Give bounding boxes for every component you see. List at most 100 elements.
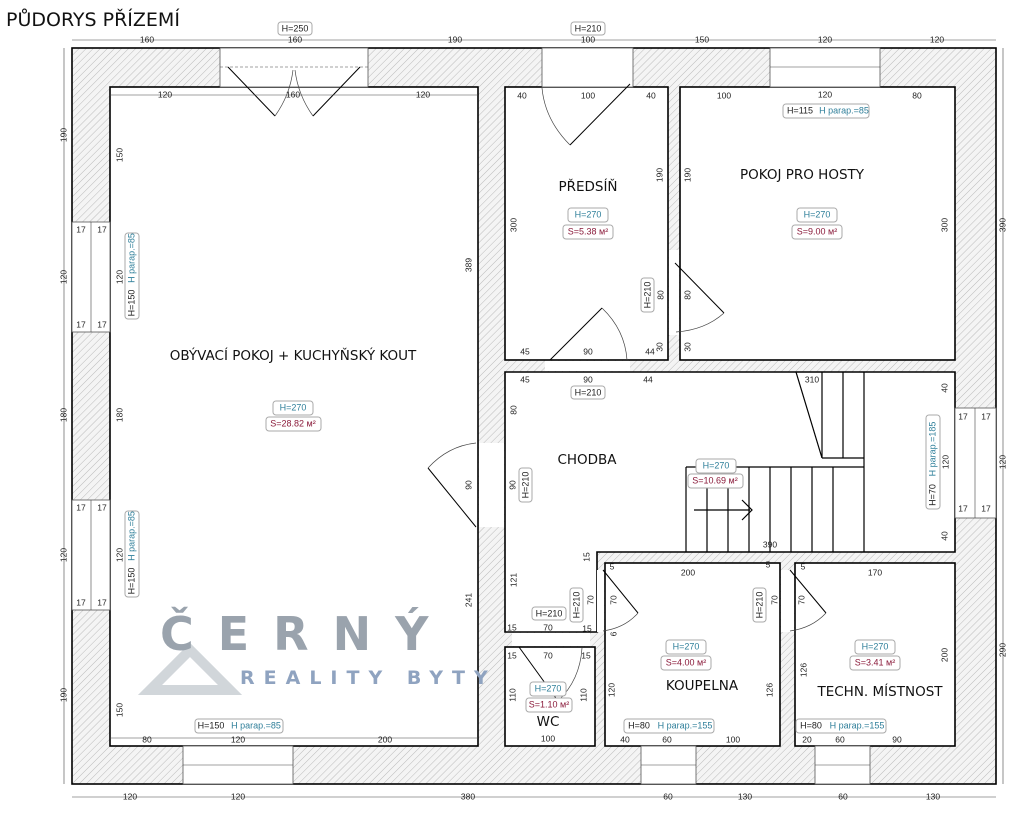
balcony-door-height: H=250 (282, 23, 309, 33)
jamb-dimension: 17 (958, 503, 968, 513)
dimension: 160 (140, 34, 154, 44)
room-height: H=270 (535, 683, 562, 693)
dimension: 120 (818, 34, 832, 44)
room-area: S=28.82 м² (270, 418, 315, 428)
dimension: 70 (608, 595, 618, 605)
dimension: 45 (520, 346, 530, 356)
dimension: 180 (114, 408, 124, 422)
dimension: 6 (608, 631, 618, 636)
jamb-dimension: 17 (958, 411, 968, 421)
dimension: 80 (142, 734, 152, 744)
jamb-dimension: 17 (97, 224, 107, 234)
entry-door-opening (541, 47, 634, 88)
hall-guest-door-height: H=210 (642, 282, 652, 309)
bath-window-height: H=80 (628, 720, 650, 730)
dimension: 100 (581, 90, 595, 100)
dimension: 90 (507, 480, 517, 490)
dimension: 80 (655, 290, 665, 300)
dimension: 30 (682, 342, 692, 352)
dimension: 390 (763, 539, 777, 549)
room-area: S=4.00 м² (666, 657, 706, 667)
dimension: 60 (835, 734, 845, 744)
room-name-corridor: CHODBA (557, 452, 617, 468)
dimension: 300 (939, 218, 949, 232)
dimension: 90 (892, 734, 902, 744)
dimension: 120 (231, 791, 245, 801)
dimension: 120 (940, 455, 950, 469)
dimension: 70 (585, 595, 595, 605)
entry-door-height: H=210 (575, 23, 602, 33)
guest-window-parapet: H parap.=85 (819, 105, 869, 115)
jamb-dimension: 17 (76, 502, 86, 512)
bath-door-height: H=210 (571, 592, 581, 619)
jamb-dimension: 17 (76, 224, 86, 234)
dimension: 121 (508, 573, 518, 587)
dimension: 15 (582, 623, 592, 633)
dimension: 190 (58, 688, 68, 702)
dimension: 290 (997, 643, 1007, 657)
dimension: 15 (581, 650, 591, 660)
dimension: 70 (543, 622, 553, 632)
dimension: 100 (717, 90, 731, 100)
dimension: 120 (58, 548, 68, 562)
dimension: 90 (583, 346, 593, 356)
dimension: 40 (939, 531, 949, 541)
dimension: 60 (663, 791, 673, 801)
dimension: 80 (912, 90, 922, 100)
dimension: 70 (543, 650, 553, 660)
room-name-tech: TECHN. MÍSTNOST (816, 683, 943, 700)
dimension: 389 (463, 258, 473, 272)
dimension: 70 (796, 595, 806, 605)
bath-window-parapet: H parap.=155 (658, 720, 713, 730)
room-area: S=9.00 м² (797, 226, 837, 236)
dimension: 15 (507, 650, 517, 660)
dimension: 80 (682, 290, 692, 300)
living-window-parapet: H parap.=85 (231, 720, 281, 730)
room-name-wc: WC (537, 714, 560, 730)
dimension: 60 (662, 734, 672, 744)
dimension: 120 (123, 791, 137, 801)
dimension: 150 (114, 703, 124, 717)
dimension: 40 (646, 90, 656, 100)
dimension: 60 (838, 791, 848, 801)
window-height: H=150 (126, 568, 136, 595)
dimension: 20 (802, 734, 812, 744)
room-height: H=270 (862, 641, 889, 651)
dimension: 126 (798, 663, 808, 677)
dimension: 100 (581, 34, 595, 44)
jamb-dimension: 17 (97, 502, 107, 512)
room-area: S=1.10 м² (529, 699, 569, 709)
dimension: 130 (738, 791, 752, 801)
stair-window-parapet: H parap.=185 (927, 422, 937, 477)
dimension: 126 (764, 683, 774, 697)
hall-door-height: H=210 (575, 387, 602, 397)
tech-window-parapet: H parap.=155 (830, 720, 885, 730)
dimension: 190 (448, 34, 462, 44)
dimension: 80 (508, 405, 518, 415)
dimension: 40 (517, 90, 527, 100)
dimension: 45 (520, 374, 530, 384)
door-leaves (227, 66, 827, 702)
tech-window-height: H=80 (800, 720, 822, 730)
wc-door-height: H=210 (536, 608, 563, 618)
watermark-brand: ČERNÝ (160, 606, 452, 661)
room-name-living: OBÝVACÍ POKOJ + KUCHYŇSKÝ KOUT (170, 347, 417, 364)
jamb-dimension: 17 (76, 319, 86, 329)
dimension: 200 (378, 734, 392, 744)
jamb-dimension: 17 (97, 319, 107, 329)
room-name-hall: PŘEDSÍŇ (558, 178, 617, 195)
dimension: 5 (610, 561, 615, 571)
dimension: 40 (620, 734, 630, 744)
living-door-height: H=210 (520, 472, 530, 499)
room-height: H=270 (804, 209, 831, 219)
dimensions: 160 160 190 100 150 120 120 120 160 120 … (58, 34, 1007, 801)
window-height: H=150 (126, 290, 136, 317)
room-labels: OBÝVACÍ POKOJ + KUCHYŇSKÝ KOUT H=270 S=2… (170, 167, 944, 730)
dimension: 390 (997, 218, 1007, 232)
dimension: 241 (463, 593, 473, 607)
stair-window-height: H=70 (927, 484, 937, 506)
dimension: 120 (930, 34, 944, 44)
dimension: 30 (654, 342, 664, 352)
